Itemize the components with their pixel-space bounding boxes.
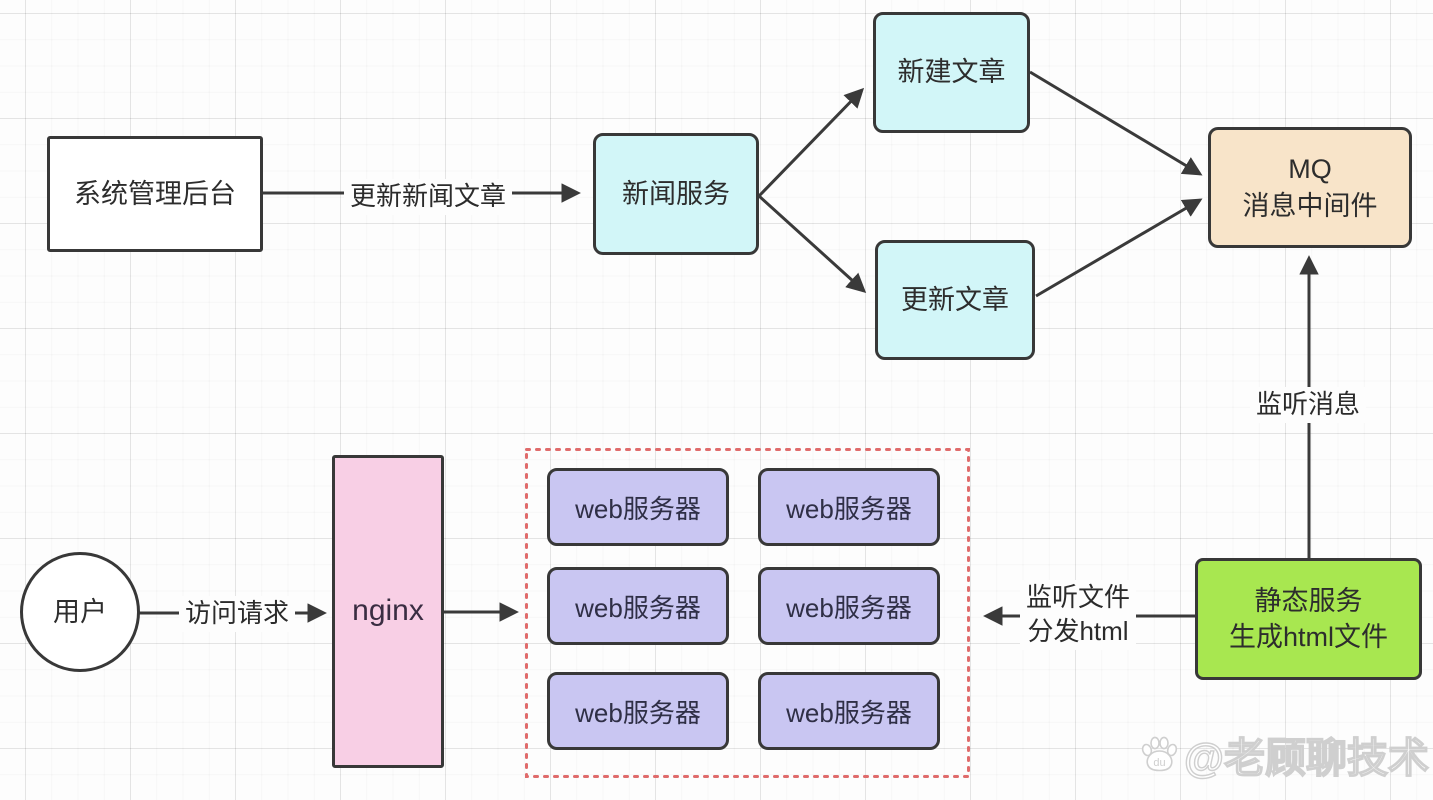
node-admin-backend-label: 系统管理后台 bbox=[74, 178, 236, 209]
web-server-label: web服务器 bbox=[575, 592, 701, 623]
web-server-box: web服务器 bbox=[547, 672, 729, 750]
edge-label-listen-file: 监听文件 分发html bbox=[1020, 580, 1137, 650]
edge-label-listen-file-line1: 监听文件 bbox=[1026, 582, 1131, 612]
web-server-box: web服务器 bbox=[758, 567, 940, 645]
node-news-service-label: 新闻服务 bbox=[622, 178, 730, 209]
watermark: du @老顾聊技术 bbox=[1138, 724, 1430, 784]
node-create-article-label: 新建文章 bbox=[897, 57, 1006, 88]
node-mq-middleware: MQ 消息中间件 bbox=[1208, 127, 1412, 248]
node-nginx: nginx bbox=[332, 455, 444, 768]
node-create-article: 新建文章 bbox=[873, 12, 1030, 133]
node-update-article: 更新文章 bbox=[875, 240, 1035, 360]
node-nginx-label: nginx bbox=[352, 594, 424, 628]
web-server-box: web服务器 bbox=[547, 567, 729, 645]
paw-icon-du-text: du bbox=[1153, 757, 1165, 769]
node-static-service-line1: 静态服务 bbox=[1254, 585, 1363, 616]
node-user-label: 用户 bbox=[53, 596, 107, 627]
node-static-service-line2: 生成html文件 bbox=[1228, 622, 1388, 652]
web-server-label: web服务器 bbox=[786, 697, 912, 728]
web-server-cluster: web服务器 web服务器 web服务器 web服务器 web服务器 web服务… bbox=[525, 448, 970, 778]
web-server-box: web服务器 bbox=[547, 468, 729, 546]
web-cluster-dotted-border bbox=[525, 448, 970, 778]
node-mq-line2: 消息中间件 bbox=[1242, 190, 1378, 221]
node-static-service: 静态服务 生成html文件 bbox=[1195, 558, 1422, 680]
node-update-article-label: 更新文章 bbox=[901, 284, 1009, 315]
web-server-label: web服务器 bbox=[786, 592, 912, 623]
web-server-label: web服务器 bbox=[575, 697, 701, 728]
edge-create-to-mq bbox=[1029, 70, 1203, 176]
edge-news-to-create bbox=[757, 87, 865, 198]
watermark-handle: @老顾聊技术 bbox=[1183, 734, 1429, 781]
node-news-service: 新闻服务 bbox=[593, 133, 759, 255]
edge-news-to-update bbox=[757, 194, 867, 293]
edge-update-to-mq bbox=[1035, 198, 1203, 298]
web-server-label: web服务器 bbox=[575, 493, 701, 524]
edge-label-update-news: 更新新闻文章 bbox=[344, 179, 513, 215]
node-user-circle: 用户 bbox=[20, 552, 140, 672]
edge-label-listen-message: 监听消息 bbox=[1250, 387, 1367, 423]
baidu-paw-icon: du bbox=[1141, 736, 1178, 772]
node-admin-backend: 系统管理后台 bbox=[47, 136, 263, 252]
edge-label-access-request: 访问请求 bbox=[179, 596, 296, 632]
edge-label-listen-file-line2: 分发html bbox=[1027, 615, 1129, 646]
web-server-box: web服务器 bbox=[758, 468, 940, 546]
web-server-box: web服务器 bbox=[758, 672, 940, 750]
node-mq-line1: MQ bbox=[1288, 154, 1332, 185]
web-server-label: web服务器 bbox=[786, 493, 912, 524]
